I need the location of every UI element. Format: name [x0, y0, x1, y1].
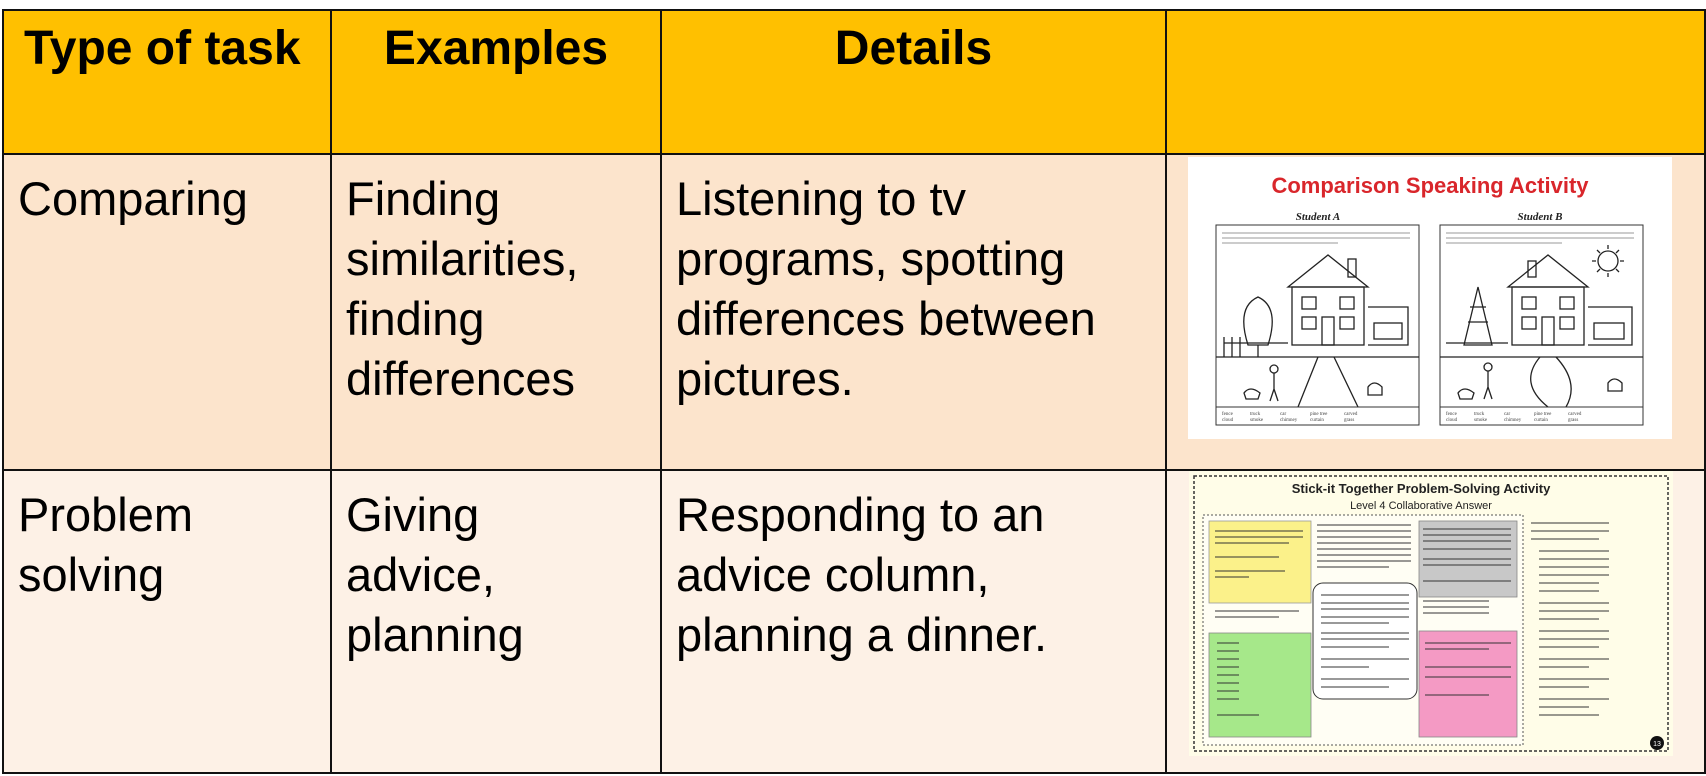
svg-text:smoke: smoke	[1250, 418, 1264, 423]
svg-text:chimney: chimney	[1504, 418, 1522, 423]
svg-text:cloud: cloud	[1222, 418, 1234, 423]
header-examples: Examples	[330, 9, 662, 155]
task-table: Type of task Examples Details Comparing …	[2, 9, 1706, 774]
svg-text:curtain: curtain	[1534, 418, 1548, 423]
student-b-label: Student B	[1518, 211, 1563, 223]
svg-text:chimney: chimney	[1280, 418, 1298, 423]
svg-text:fence: fence	[1446, 412, 1458, 417]
cell-examples: Giving advice, planning	[330, 469, 662, 774]
svg-text:car: car	[1504, 412, 1510, 417]
worksheet-title: Stick-it Together Problem-Solving Activi…	[1292, 481, 1551, 496]
cell-examples: Finding similarities, finding difference…	[330, 153, 662, 471]
svg-text:smoke: smoke	[1474, 418, 1488, 423]
cell-details: Responding to an advice column, planning…	[660, 469, 1167, 774]
problem-solving-worksheet-drawing: Stick-it Together Problem-Solving Activi…	[1189, 471, 1673, 756]
svg-text:carved: carved	[1344, 412, 1358, 417]
cell-type: Comparing	[2, 153, 332, 471]
svg-text:truck: truck	[1474, 412, 1485, 417]
comparison-worksheet-drawing: Comparison Speaking Activity Student A S…	[1188, 157, 1672, 439]
comparison-worksheet-image: Comparison Speaking Activity Student A S…	[1188, 157, 1672, 439]
student-a-label: Student A	[1296, 211, 1341, 223]
worksheet-title: Comparison Speaking Activity	[1271, 173, 1589, 198]
problem-solving-worksheet-image: Stick-it Together Problem-Solving Activi…	[1189, 471, 1673, 756]
svg-text:fence: fence	[1222, 412, 1234, 417]
header-type-of-task: Type of task	[2, 9, 332, 155]
cell-details: Listening to tv programs, spotting diffe…	[660, 153, 1167, 471]
svg-text:carved: carved	[1568, 412, 1582, 417]
svg-text:grass: grass	[1568, 418, 1578, 423]
page-number: 13	[1653, 741, 1661, 748]
svg-text:truck: truck	[1250, 412, 1261, 417]
header-image	[1165, 9, 1706, 155]
svg-text:curtain: curtain	[1310, 418, 1324, 423]
svg-text:pine tree: pine tree	[1310, 412, 1328, 417]
svg-text:cloud: cloud	[1446, 418, 1458, 423]
svg-text:pine tree: pine tree	[1534, 412, 1552, 417]
worksheet-subtitle: Level 4 Collaborative Answer	[1350, 500, 1492, 512]
svg-text:car: car	[1280, 412, 1286, 417]
cell-type: Problem solving	[2, 469, 332, 774]
header-details: Details	[660, 9, 1167, 155]
svg-text:grass: grass	[1344, 418, 1354, 423]
header-row: Type of task Examples Details	[2, 9, 1706, 155]
